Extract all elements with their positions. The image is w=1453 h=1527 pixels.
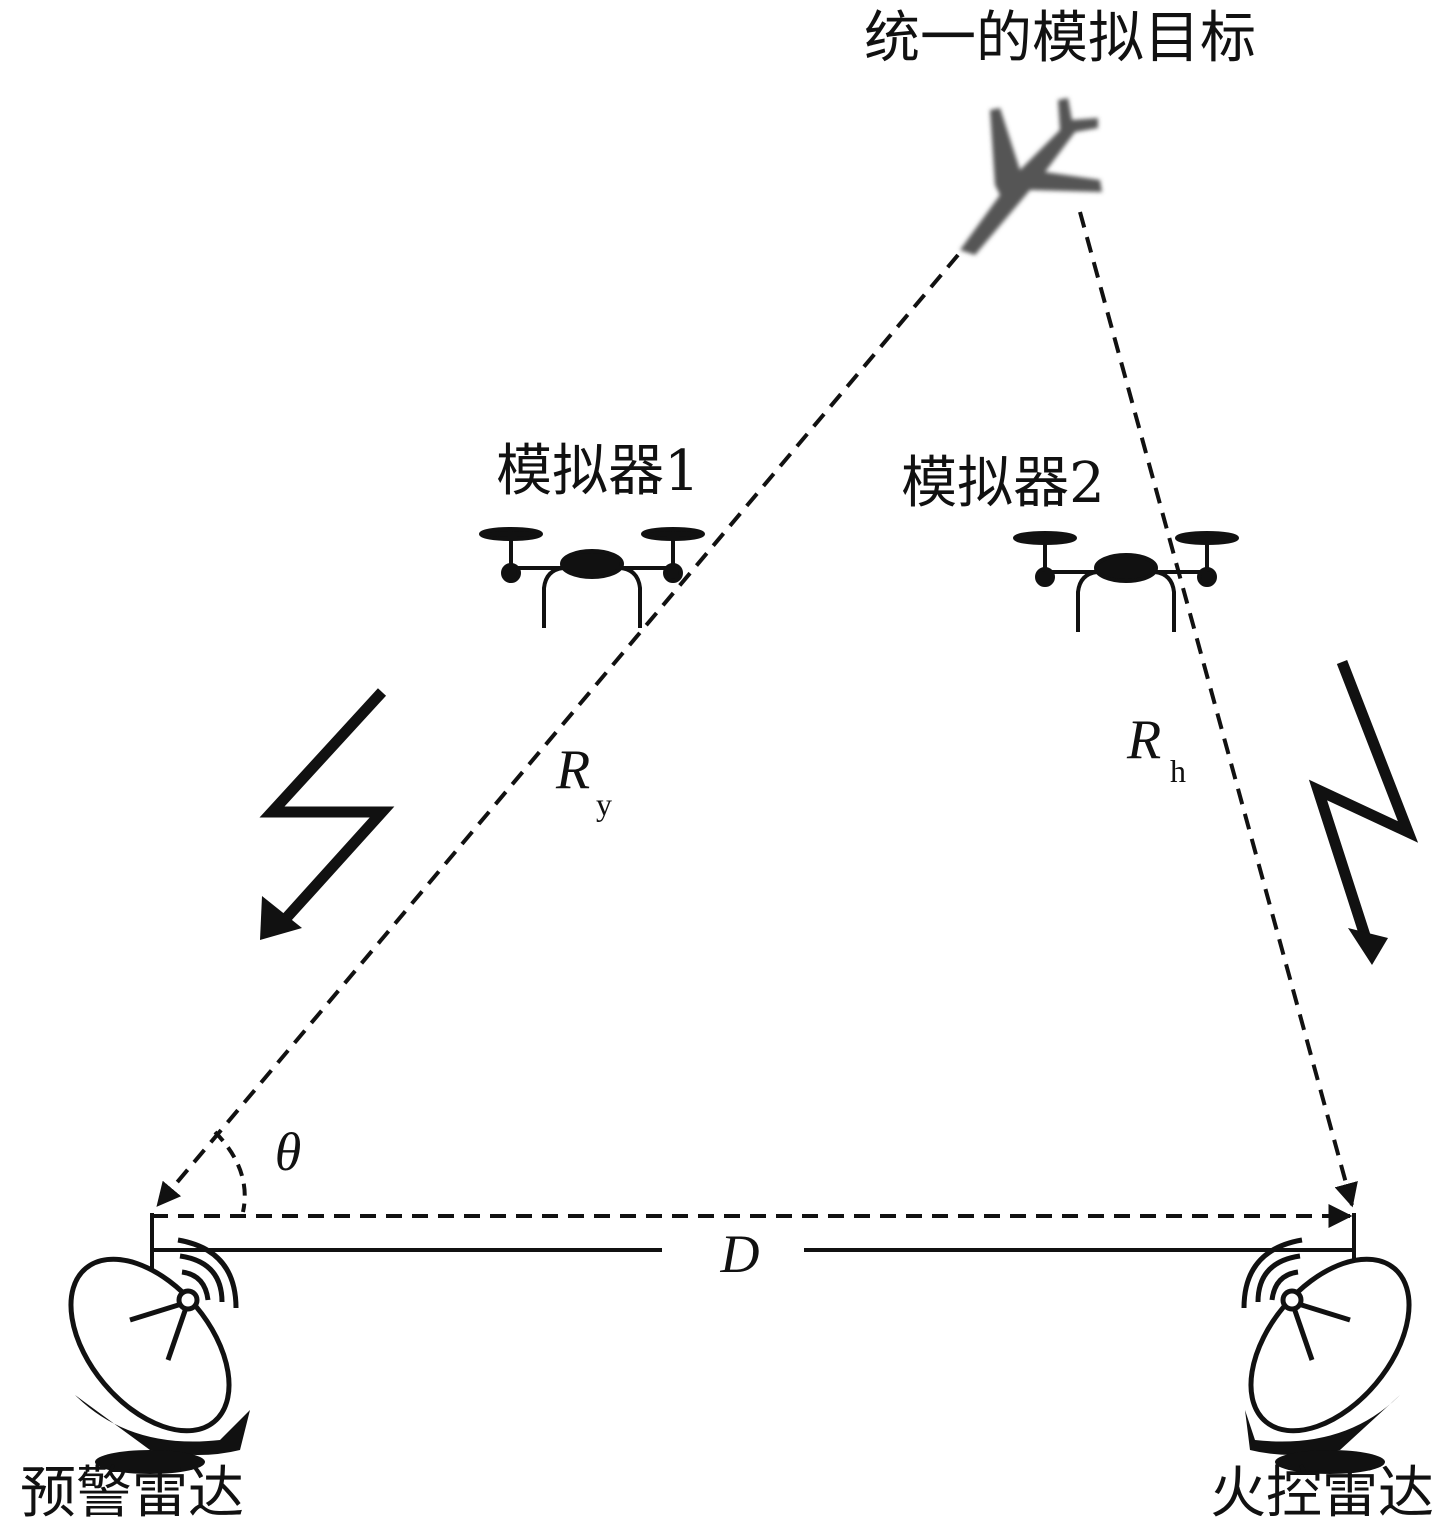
range-y-subscript: y — [596, 786, 612, 822]
simulator-2-label: 模拟器2 — [901, 451, 1105, 516]
range-line-y — [156, 253, 960, 1207]
simulator-1-label: 模拟器1 — [496, 439, 700, 504]
quadcopter-drone-icon — [1013, 531, 1239, 632]
range-h-subscript: h — [1170, 753, 1186, 789]
range-line-h — [1078, 211, 1358, 1208]
range-y-symbol: R — [555, 739, 590, 801]
radar-dish-icon — [1241, 1237, 1412, 1474]
distance-symbol: D — [720, 1224, 760, 1284]
quadcopter-drone-icon — [479, 527, 705, 628]
lightning-arrow-icon — [259, 688, 395, 940]
angle-arc — [213, 1130, 247, 1213]
radar-dish-icon — [68, 1237, 250, 1474]
range-y-label: R y — [555, 739, 612, 822]
airplane-icon — [960, 98, 1102, 255]
angle-symbol: θ — [275, 1122, 302, 1182]
early-warning-radar-label: 预警雷达 — [20, 1461, 244, 1526]
range-h-label: R h — [1126, 709, 1186, 789]
fire-control-radar-label: 火控雷达 — [1210, 1461, 1434, 1526]
range-h-symbol: R — [1126, 709, 1161, 771]
target-label: 统一的模拟目标 — [864, 6, 1256, 71]
lightning-arrow-icon — [1308, 660, 1419, 965]
